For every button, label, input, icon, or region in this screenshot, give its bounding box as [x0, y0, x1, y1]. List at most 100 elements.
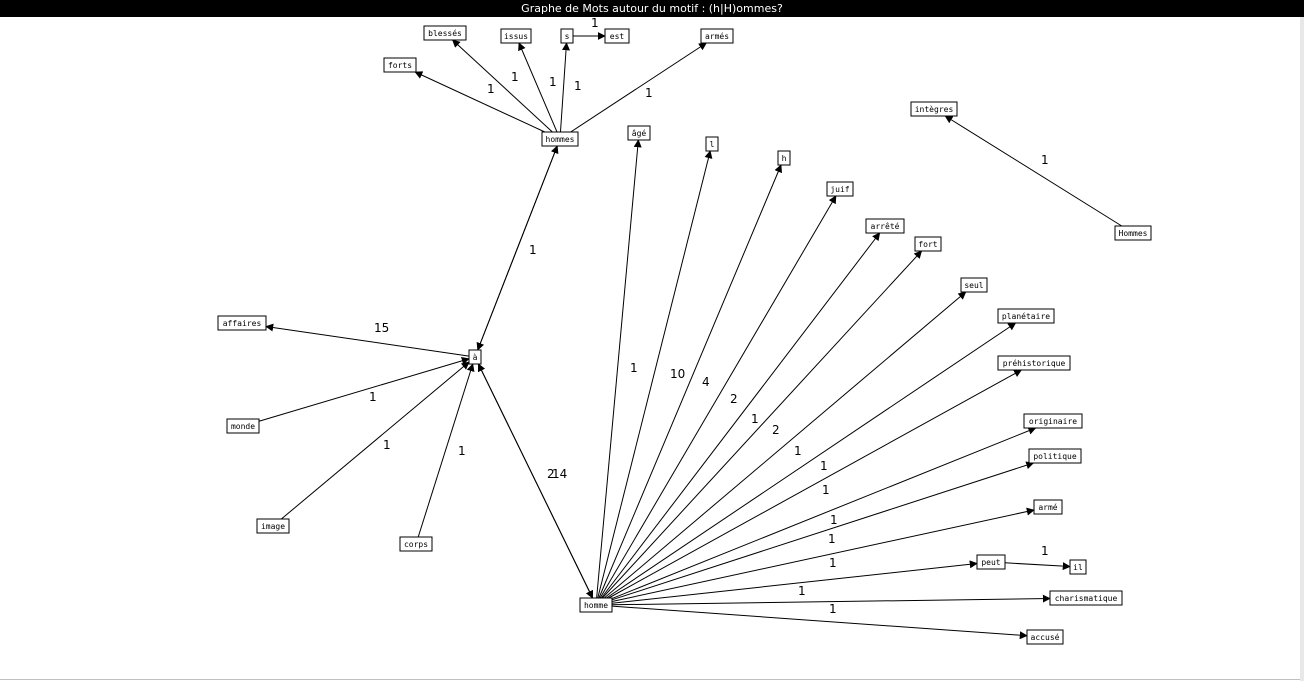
node-il[interactable]: il	[1069, 559, 1087, 575]
node-label: fort	[918, 240, 937, 249]
node-seul[interactable]: seul	[960, 277, 988, 293]
node-planetaire[interactable]: planétaire	[997, 308, 1055, 324]
edge-monde-to-a	[258, 357, 470, 422]
edges-layer	[258, 32, 1123, 640]
edge-homme-to-a	[477, 363, 594, 599]
node-arrete[interactable]: arrêté	[865, 218, 905, 234]
edge-weight-homme-to-age: 1	[630, 361, 638, 375]
node-hommes[interactable]: hommes	[541, 131, 579, 147]
node-label: il	[1073, 563, 1083, 572]
edge-weight-homme-to-fort: 2	[772, 423, 780, 437]
edge-homme-to-h	[598, 164, 782, 599]
node-Hommes[interactable]: Hommes	[1114, 225, 1152, 241]
edge-hommes-to-a	[476, 145, 558, 351]
edge-peut-to-il	[1004, 562, 1071, 571]
node-label: accusé	[1031, 632, 1060, 642]
edge-weight-homme-to-arme: 1	[829, 556, 837, 570]
edge-weight-hommes-to-s: 1	[574, 79, 582, 93]
node-s[interactable]: s	[560, 28, 574, 44]
node-label: l	[710, 140, 715, 149]
edge-weight-homme-to-originaire: 1	[830, 513, 838, 527]
node-arme[interactable]: armé	[1033, 499, 1063, 515]
edge-weight-homme-to-prehistorique: 1	[822, 483, 830, 497]
node-homme[interactable]: homme	[579, 597, 613, 613]
node-label: politique	[1033, 452, 1077, 461]
edge-hommes-to-blesses	[452, 39, 553, 133]
node-label: homme	[584, 601, 608, 610]
node-affaires[interactable]: affaires	[217, 315, 267, 331]
node-label: blessés	[428, 28, 462, 38]
edge-homme-to-charismatique	[611, 594, 1051, 606]
edge-weight-homme-to-a: 2	[547, 467, 555, 481]
node-peut[interactable]: peut	[976, 554, 1006, 570]
node-label: armés	[705, 31, 729, 41]
node-label: juif	[830, 185, 849, 194]
node-age[interactable]: âgé	[627, 125, 651, 141]
edge-weight-homme-to-h: 4	[702, 375, 710, 389]
node-box	[604, 28, 630, 44]
edge-homme-to-planetaire	[606, 322, 1017, 599]
edge-weight-a-to-hommes: 1	[529, 243, 537, 257]
edge-weight-homme-to-politique: 1	[828, 532, 836, 546]
node-box	[256, 518, 290, 534]
node-charismatique[interactable]: charismatique	[1049, 590, 1123, 606]
node-politique[interactable]: politique	[1028, 448, 1082, 464]
node-box	[217, 315, 267, 331]
node-label: corps	[404, 540, 428, 549]
node-box	[560, 28, 574, 44]
node-monde[interactable]: monde	[226, 418, 260, 434]
node-originaire[interactable]: originaire	[1023, 413, 1083, 429]
edge-weight-a-to-homme: 14	[552, 467, 567, 481]
node-prehistorique[interactable]: préhistorique	[997, 355, 1071, 371]
edge-weight-homme-to-seul: 1	[794, 444, 802, 458]
node-label: Hommes	[1119, 229, 1148, 238]
edge-a-to-affaires	[265, 323, 470, 357]
node-label: intègres	[915, 104, 954, 114]
node-blesses[interactable]: blessés	[423, 25, 467, 41]
node-image[interactable]: image	[256, 518, 290, 534]
node-l[interactable]: l	[705, 136, 719, 152]
node-box	[1069, 559, 1087, 575]
node-label: issus	[504, 32, 528, 41]
edge-homme-to-arme	[611, 507, 1035, 603]
node-box	[826, 181, 854, 197]
node-h[interactable]: h	[777, 150, 791, 166]
node-integres[interactable]: intègres	[910, 101, 958, 117]
node-forts[interactable]: forts	[383, 57, 417, 73]
edge-weight-hommes-to-issus: 1	[549, 75, 557, 89]
node-est[interactable]: est	[604, 28, 630, 44]
node-box	[383, 57, 417, 73]
node-box	[541, 131, 579, 147]
node-fort[interactable]: fort	[914, 236, 942, 252]
node-a[interactable]: à	[468, 349, 482, 365]
edge-hommes-to-forts	[414, 71, 546, 133]
node-box	[700, 28, 734, 44]
node-box	[705, 136, 719, 152]
node-accuse[interactable]: accusé	[1026, 629, 1064, 645]
node-label: s	[565, 32, 570, 41]
edge-homme-to-arrete	[600, 232, 881, 599]
node-box	[914, 236, 942, 252]
edge-hommes-to-issus	[518, 42, 558, 133]
node-box	[976, 554, 1006, 570]
node-label: charismatique	[1055, 594, 1118, 603]
node-label: affaires	[223, 319, 262, 328]
node-juif[interactable]: juif	[826, 181, 854, 197]
node-label: forts	[388, 61, 412, 70]
node-box	[1114, 225, 1152, 241]
edge-image-to-a	[281, 361, 470, 520]
node-box	[579, 597, 613, 613]
node-issus[interactable]: issus	[500, 28, 532, 44]
node-box	[1049, 590, 1123, 606]
node-box	[468, 349, 482, 365]
node-label: préhistorique	[1003, 358, 1066, 368]
nodes-layer: hommes blessés issus s est armés forts intègres…	[217, 25, 1152, 645]
node-armes[interactable]: armés	[700, 28, 734, 44]
node-corps[interactable]: corps	[399, 536, 433, 552]
window-title: Graphe de Mots autour du motif : (h|H)om…	[521, 2, 783, 15]
node-label: planétaire	[1002, 311, 1050, 321]
edge-weight-homme-to-charismatique: 1	[829, 602, 837, 616]
edge-weight-homme-to-peut: 1	[1041, 544, 1049, 558]
edge-weight-homme-to-juif: 2	[730, 392, 738, 406]
